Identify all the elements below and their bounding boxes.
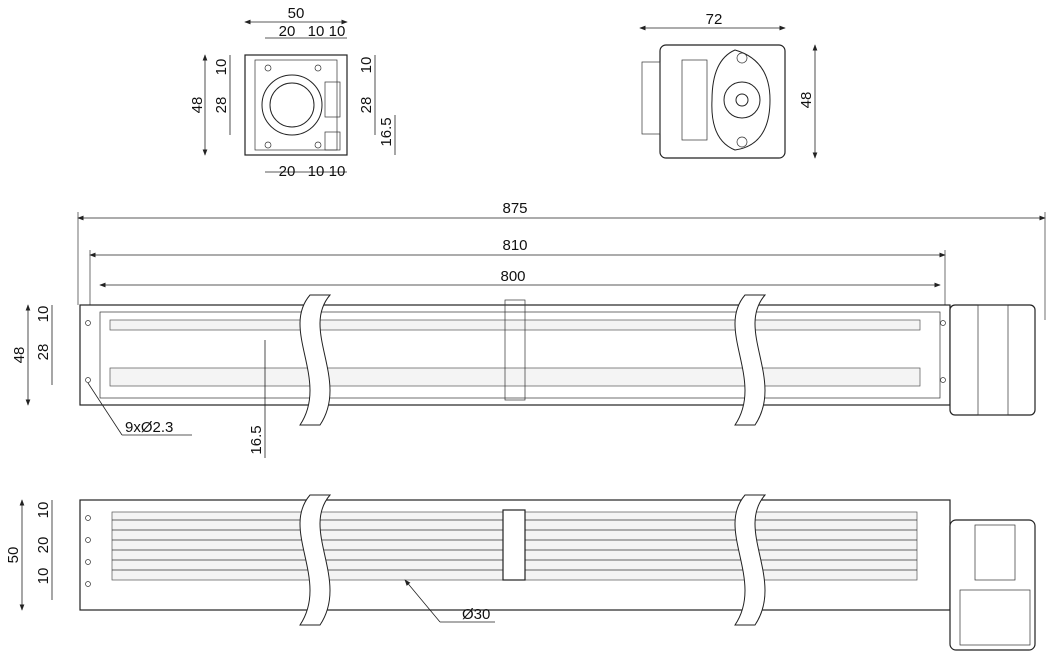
dim-front-right-bottom: 16.5 [378,117,395,146]
top-view: 50 10 20 10 Ø30 [5,494,1036,651]
dim-front-top-2: 10 [308,23,325,40]
dim-front-right-mid: 28 [358,97,375,114]
dim-overall-length: 875 [502,200,527,217]
dim-top-3: 10 [35,568,52,585]
side-view: 875 810 800 48 10 28 9xØ2.3 16.5 [11,200,1046,458]
dim-side-height: 48 [11,347,28,364]
dim-top-2: 20 [35,537,52,554]
dim-front-width: 50 [288,5,305,22]
dim-front-height: 48 [189,97,206,114]
dim-inner-length: 800 [500,268,525,285]
motor-end-view: 72 48 [639,11,818,159]
dim-side-hole-spacing: 28 [35,344,52,361]
dim-front-bottom-3: 10 [329,163,346,180]
front-end-view: 50 20 10 10 48 10 28 10 28 16.5 20 10 10 [189,5,396,180]
dim-holes-label: 9xØ2.3 [125,419,173,436]
dim-front-top-1: 20 [279,23,296,40]
dim-front-bottom-2: 10 [308,163,325,180]
dim-impeller-diameter: Ø30 [462,606,490,623]
dim-mid-length: 810 [502,237,527,254]
dim-bracket-offset: 16.5 [248,425,265,454]
dim-top-height: 50 [5,547,22,564]
dim-top-1: 10 [35,502,52,519]
dim-front-bottom-1: 20 [279,163,296,180]
dim-front-right-top: 10 [358,57,375,74]
dim-front-top-3: 10 [329,23,346,40]
dim-front-left-mid: 28 [213,97,230,114]
dim-side-top-offset: 10 [35,306,52,323]
dim-motor-width: 72 [706,11,723,28]
dim-motor-height: 48 [798,92,815,109]
dim-front-left-top: 10 [213,59,230,76]
